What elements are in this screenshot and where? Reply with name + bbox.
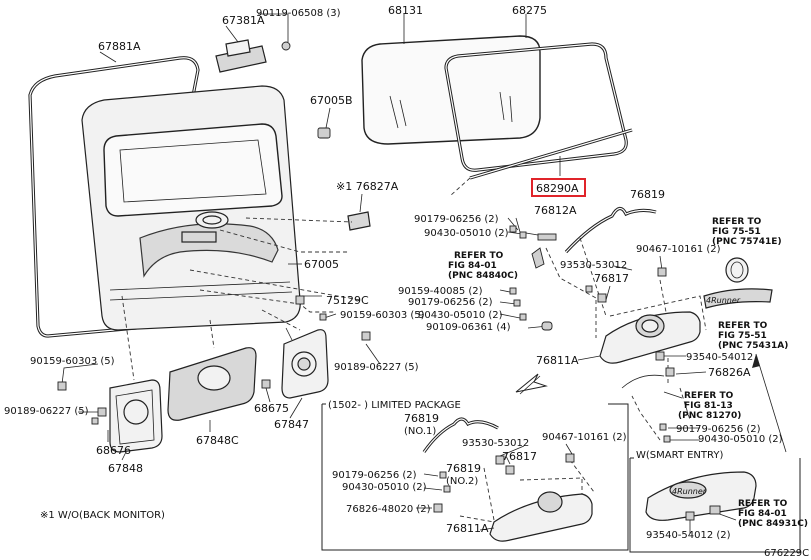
label-90430-05010-a: 90430-05010 (2) xyxy=(424,228,509,239)
label-76812A: 76812A xyxy=(534,204,577,217)
fasteners xyxy=(57,225,721,521)
label-67381A: 67381A xyxy=(222,14,265,27)
refer-84931-line1: REFER TO xyxy=(738,499,788,509)
label-90179-06256-a: 90179-06256 (2) xyxy=(414,214,499,225)
label-76819-no2: 76819 xyxy=(446,462,481,475)
refer-81270-line2: FIG 81-13 xyxy=(684,401,733,411)
label-67847: 67847 xyxy=(274,418,309,431)
label-90179-06256-c: 90179-06256 (2) xyxy=(332,470,417,481)
label-76817-a: 76817 xyxy=(594,272,629,285)
label-68275: 68275 xyxy=(512,4,547,17)
label-67848C: 67848C xyxy=(196,434,239,447)
label-76819-no1: 76819 xyxy=(404,412,439,425)
label-90430-05010-b: 90430-05010 (2) xyxy=(418,310,503,321)
label-90189-06227-a: 90189-06227 (5) xyxy=(334,362,419,373)
trim-67848 xyxy=(109,379,163,453)
trim-67847 xyxy=(281,329,329,399)
label-76826-48020: 76826-48020 (2) xyxy=(346,504,431,515)
refer-75741-line2: FIG 75-51 xyxy=(712,227,761,237)
cable-76819-upper xyxy=(564,206,657,254)
label-75129C: 75129C xyxy=(326,294,369,307)
label-90189-06227-b: 90189-06227 (5) xyxy=(4,406,89,417)
smart-entry-box xyxy=(629,457,801,553)
label-76811A-a: 76811A xyxy=(536,354,579,367)
label-67881A: 67881A xyxy=(98,40,141,53)
label-68676: 68676 xyxy=(96,444,131,457)
arrow-pointer xyxy=(515,373,548,395)
label-68675: 68675 xyxy=(254,402,289,415)
emblem-text-lower: 4Runner xyxy=(672,487,707,496)
label-90119-06508: 90119-06508 (3) xyxy=(256,8,341,19)
refer-81270-line3: (PNC 81270) xyxy=(678,411,741,421)
glass-run-68275 xyxy=(444,42,633,180)
label-90430-05010-c: 90430-05010 (2) xyxy=(342,482,427,493)
footnote: ※1 W/O(BACK MONITOR) xyxy=(40,510,165,521)
label-90179-06256-b: 90179-06256 (2) xyxy=(408,297,493,308)
limited-package-box xyxy=(321,403,629,551)
limited-package-label: (1502- ) LIMITED PACKAGE xyxy=(328,400,461,411)
label-76826A: 76826A xyxy=(708,366,751,379)
label-76819-top: 76819 xyxy=(630,188,665,201)
stopper-67005B xyxy=(317,127,331,139)
refer-84840c-line1: REFER TO xyxy=(454,251,504,261)
label-90467-10161-b: 90467-10161 (2) xyxy=(542,432,627,443)
dashed-leaders xyxy=(121,177,707,523)
label-93540-54012-b: 93540-54012 (2) xyxy=(646,530,731,541)
refer-84840c-line2: FIG 84-01 xyxy=(448,261,497,271)
smart-entry-arrow xyxy=(755,353,787,453)
emblem-4runner xyxy=(703,288,773,309)
refer-84840c-line3: (PNC 84840C) xyxy=(448,271,518,281)
label-90109-06361: 90109-06361 (4) xyxy=(426,322,511,333)
label-90467-10161-a: 90467-10161 (2) xyxy=(636,244,721,255)
emblem-toyota xyxy=(725,257,749,283)
highlight-68290A xyxy=(531,178,586,197)
emblem-text-upper: 4Runner xyxy=(706,296,741,305)
bracket-76827A xyxy=(347,211,371,231)
label-76817-b: 76817 xyxy=(502,450,537,463)
label-76827A: ※1 76827A xyxy=(336,180,399,193)
refer-75431-line3: (PNC 75431A) xyxy=(718,341,788,351)
label-68131: 68131 xyxy=(388,4,423,17)
garnish-smart-entry xyxy=(645,471,757,521)
garnish-76811A-upper xyxy=(599,311,701,364)
trim-67848C xyxy=(167,347,257,421)
hinge-67381A xyxy=(215,39,291,73)
label-93530-53012-a: 93530-53012 xyxy=(560,260,627,271)
refer-84931-line2: FIG 84-01 xyxy=(738,509,787,519)
callout-labels: 90119-06508 (3) 67381A 67881A 68131 6827… xyxy=(4,4,809,559)
refer-81270-line1: REFER TO xyxy=(684,391,734,401)
label-90159-60303-a: 90159-60303 (5) xyxy=(340,310,425,321)
refer-84931-line3: (PNC 84931C) xyxy=(738,519,808,529)
refer-75431-line2: FIG 75-51 xyxy=(718,331,767,341)
label-93530-53012-b: 93530-53012 xyxy=(462,438,529,449)
label-93540-54012-a: 93540-54012 xyxy=(686,352,753,363)
label-76819-no1-sub: (NO.1) xyxy=(404,426,436,437)
smart-entry-label: W(SMART ENTRY) xyxy=(636,450,723,461)
label-90159-40085: 90159-40085 (2) xyxy=(398,286,483,297)
label-76811A-b: 76811A xyxy=(446,522,489,535)
label-67848: 67848 xyxy=(108,462,143,475)
label-67005: 67005 xyxy=(304,258,339,271)
label-67005B: 67005B xyxy=(310,94,353,107)
refer-75431-line1: REFER TO xyxy=(718,321,768,331)
label-90159-60303-b: 90159-60303 (5) xyxy=(30,356,115,367)
diagram-id: 676229C xyxy=(764,548,809,559)
label-76819-no2-sub: (NO.2) xyxy=(446,476,478,487)
back-door-panel-67005 xyxy=(81,85,301,331)
garnish-76811A-lower xyxy=(489,491,593,542)
label-90179-06256-d: 90179-06256 (2) xyxy=(676,424,761,435)
refer-75741-line1: REFER TO xyxy=(712,217,762,227)
refer-75741-line3: (PNC 75741E) xyxy=(712,237,782,247)
cable-76819-no1 xyxy=(422,417,499,453)
label-90430-05010-d: 90430-05010 (2) xyxy=(698,434,783,445)
label-68290A: 68290A xyxy=(536,182,579,195)
